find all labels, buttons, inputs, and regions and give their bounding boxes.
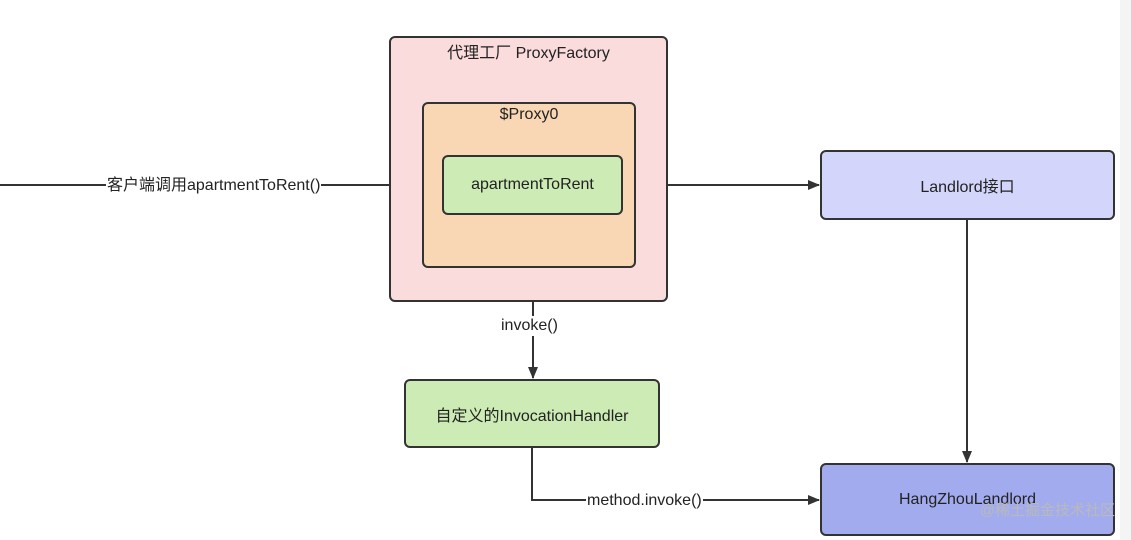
watermark: @稀土掘金技术社区 (979, 502, 1115, 519)
edge-method-invoke (531, 446, 820, 505)
page-edge-strip (1120, 0, 1131, 540)
invoke-edge-label: invoke() (500, 316, 559, 336)
method-invoke-edge-label: method.invoke() (586, 491, 703, 511)
invocation-handler-node: 自定义的InvocationHandler (404, 379, 660, 448)
apartment-to-rent-node: apartmentToRent (442, 155, 623, 215)
apartment-to-rent-label: apartmentToRent (471, 176, 594, 193)
hangzhou-landlord-node: HangZhouLandlord (820, 463, 1115, 536)
proxy0-label: $Proxy0 (499, 106, 559, 123)
proxy-factory-label: 代理工厂 ProxyFactory (447, 45, 610, 62)
invocation-handler-label: 自定义的InvocationHandler (435, 407, 629, 425)
landlord-interface-label: Landlord接口 (920, 179, 1015, 196)
landlord-interface-node: Landlord接口 (820, 150, 1115, 220)
hangzhou-landlord-label: HangZhouLandlord (899, 490, 1036, 508)
client-call-edge-label: 客户端调用apartmentToRent() (106, 176, 322, 196)
